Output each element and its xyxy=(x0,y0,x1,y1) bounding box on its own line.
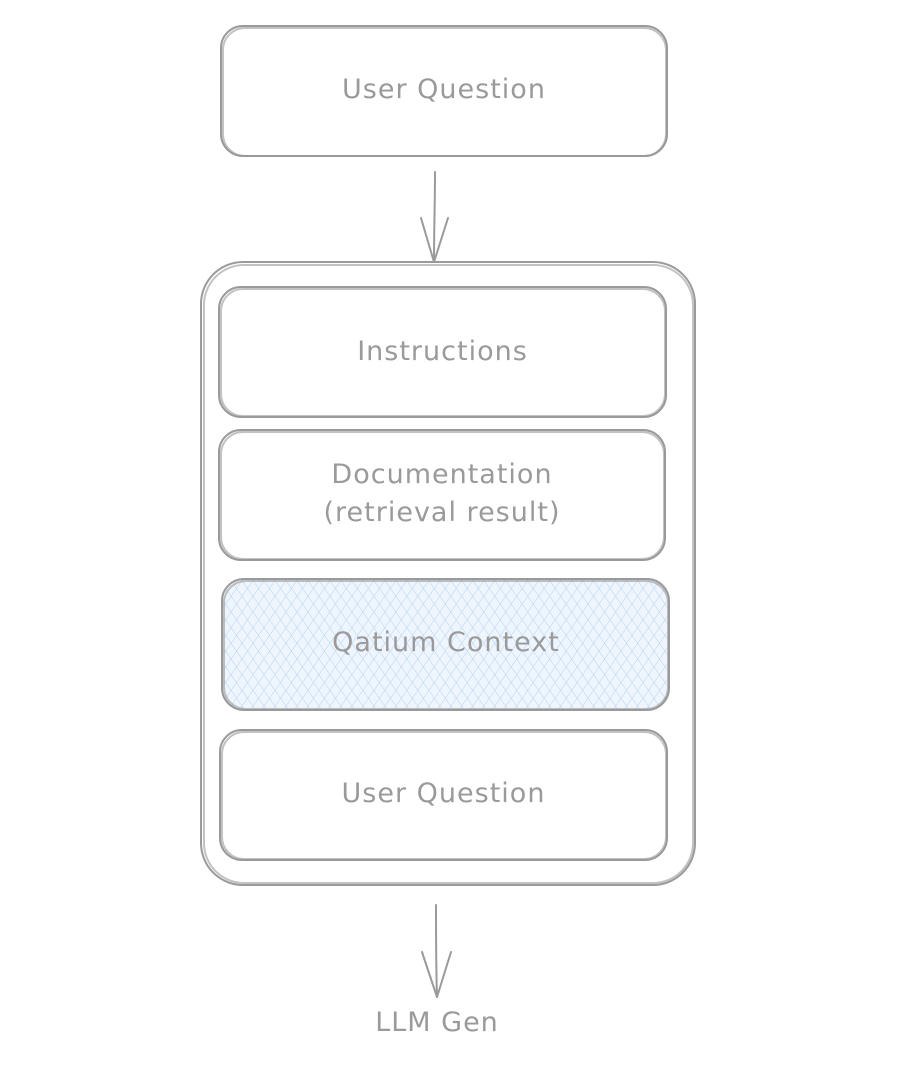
instructions-label: Instructions xyxy=(357,336,528,367)
user-question-top-box xyxy=(220,25,668,157)
instructions-box xyxy=(218,286,667,418)
qatium-context-box xyxy=(221,578,670,711)
documentation-label-line2: (retrieval result) xyxy=(323,497,561,528)
user-question-inner-box xyxy=(219,729,668,861)
user-question-inner-label: User Question xyxy=(341,778,546,809)
documentation-label: Documentation (retrieval result) xyxy=(219,456,665,532)
llm-gen-label: LLM Gen xyxy=(375,1007,499,1038)
prompt-container-box xyxy=(200,261,696,886)
documentation-label-line1: Documentation xyxy=(331,459,553,490)
user-question-top-label: User Question xyxy=(342,74,546,105)
documentation-box xyxy=(218,429,666,561)
arrow-down-2 xyxy=(421,904,452,998)
qatium-context-label: Qatium Context xyxy=(332,627,560,658)
arrow-down-1 xyxy=(420,171,449,263)
